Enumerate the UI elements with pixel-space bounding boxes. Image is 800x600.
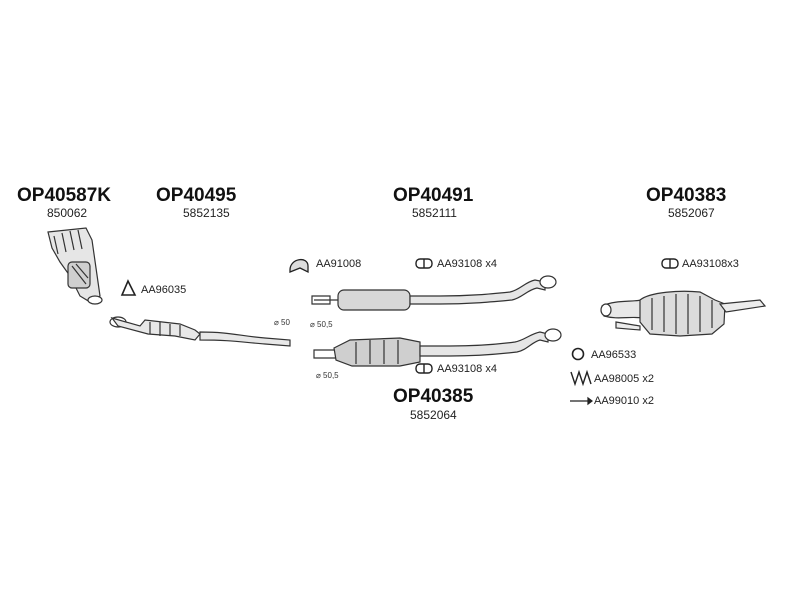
group-code: OP40587K — [17, 185, 112, 206]
group-number: 850062 — [47, 206, 88, 220]
group-number: 5852064 — [410, 408, 457, 422]
group-number: 5852067 — [668, 206, 715, 220]
part-label-bolt: AA99010 x2 — [594, 395, 654, 407]
ring-icon — [415, 258, 679, 374]
part-label-spring: AA98005 x2 — [594, 373, 654, 385]
group-code: OP40385 — [393, 386, 474, 407]
group-number: 5852111 — [412, 206, 457, 220]
part-label-ring: AA93108 x4 — [437, 363, 497, 375]
middle-silencer-icon — [313, 328, 562, 367]
diameter-label: ⌀ 50,5 — [316, 371, 339, 380]
part-label-clamp: AA91008 — [316, 258, 362, 270]
spring-icon — [570, 369, 592, 387]
group-number: 5852135 — [183, 206, 230, 220]
part-label-ring: AA93108x3 — [682, 258, 739, 270]
group-code: OP40495 — [156, 185, 237, 206]
diameter-label: ⌀ 50,5 — [310, 320, 333, 329]
catalyst-icon — [47, 227, 103, 305]
diameter-label: ⌀ 50 — [274, 318, 290, 327]
middle-silencer-icon — [311, 275, 557, 311]
rear-silencer-icon — [600, 290, 767, 337]
bolt-icon — [570, 396, 593, 406]
clamp-icon — [289, 259, 309, 274]
part-label-gasket: AA96035 — [141, 284, 187, 296]
group-code: OP40491 — [393, 185, 474, 206]
gasket-icon — [120, 279, 137, 296]
group-code: OP40383 — [646, 185, 727, 206]
front-pipe-icon — [109, 316, 291, 347]
part-label-rubber-ring: AA96533 — [591, 349, 637, 361]
part-label-ring: AA93108 x4 — [437, 258, 497, 270]
rubber-ring-icon — [571, 347, 585, 361]
